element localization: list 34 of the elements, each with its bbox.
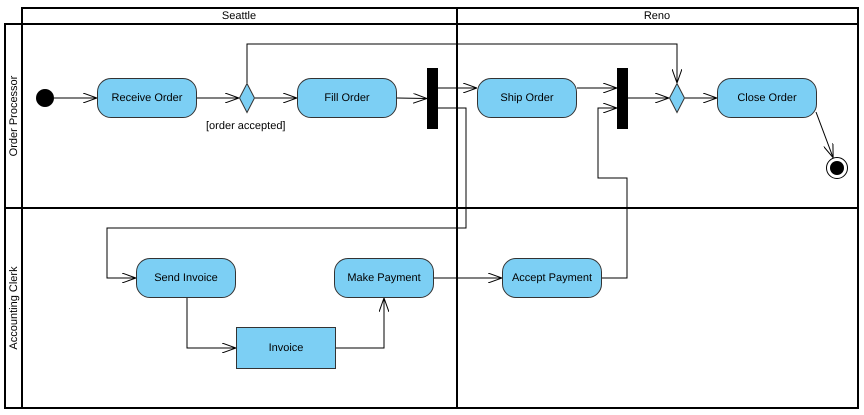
arrow — [628, 92, 670, 104]
arrow — [396, 92, 428, 104]
arrow — [254, 92, 298, 104]
arrow — [246, 44, 682, 84]
action-node: Accept Payment — [502, 258, 602, 298]
decision-diamond — [669, 83, 685, 113]
arrow — [54, 92, 98, 104]
action-node: Receive Order — [97, 78, 197, 118]
action-node: Close Order — [717, 78, 817, 118]
lane-label: Accounting Clerk — [8, 266, 20, 350]
lane-label: Reno — [644, 10, 670, 22]
lane-label: Order Processor — [8, 76, 20, 156]
arrow — [684, 92, 718, 104]
arrow — [816, 112, 834, 158]
arrow — [196, 92, 240, 104]
arrow — [186, 298, 236, 354]
fork-bar — [427, 68, 438, 129]
arrow — [598, 102, 628, 278]
arrow — [336, 298, 390, 348]
action-node: Ship Order — [477, 78, 577, 118]
initial-node — [36, 89, 54, 107]
arrow — [576, 82, 618, 94]
arrow — [438, 82, 478, 94]
action-node: Fill Order — [297, 78, 397, 118]
decision-diamond — [239, 83, 255, 113]
action-node: Make Payment — [334, 258, 434, 298]
fork-bar — [617, 68, 628, 129]
arrow — [106, 108, 466, 284]
final-node — [826, 157, 848, 179]
object-node: Invoice — [236, 327, 336, 369]
action-node: Send Invoice — [136, 258, 236, 298]
lane-label: Seattle — [222, 10, 256, 22]
edge-label: [order accepted] — [205, 120, 286, 132]
arrow — [434, 272, 502, 284]
